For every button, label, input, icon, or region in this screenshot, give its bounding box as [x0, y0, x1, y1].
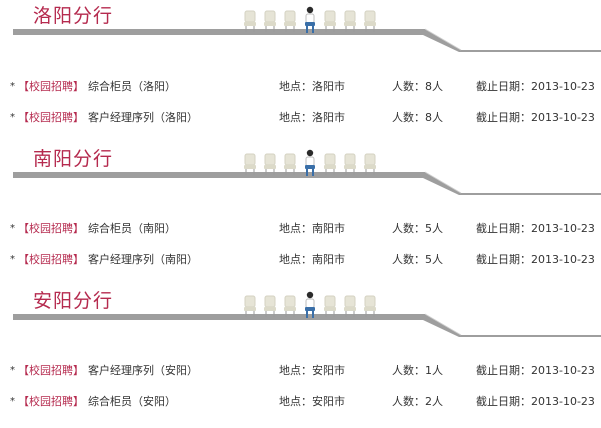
chair-icon [364, 295, 376, 317]
bullet: * [10, 254, 15, 265]
job-title-link[interactable]: 综合柜员（南阳） [88, 222, 176, 235]
job-tag-link[interactable]: 【校园招聘】 [18, 111, 84, 124]
branch-title: 安阳分行 [33, 290, 114, 312]
chair-icon [264, 153, 276, 175]
chair-icon [264, 295, 276, 317]
job-deadline: 截止日期：2013-10-23 [476, 80, 595, 93]
seated-person-icon [305, 291, 315, 318]
job-headcount: 人数：5人 [392, 253, 443, 266]
job-location: 地点：安阳市 [279, 395, 345, 408]
chair-icon [324, 295, 336, 317]
chair-icon [284, 10, 296, 32]
job-row: * 【校园招聘】 综合柜员（洛阳） 地点：洛阳市 人数：8人 截止日期：2013… [0, 79, 601, 95]
chair-icon [244, 295, 256, 317]
branch-title: 洛阳分行 [33, 5, 114, 27]
chair-icon [244, 153, 256, 175]
job-tag-link[interactable]: 【校园招聘】 [18, 253, 84, 266]
job-deadline: 截止日期：2013-10-23 [476, 222, 595, 235]
chairs-illustration [243, 291, 383, 319]
chair-icon [344, 10, 356, 32]
job-deadline: 截止日期：2013-10-23 [476, 111, 595, 124]
banner-bar [13, 171, 601, 195]
job-headcount: 人数：5人 [392, 222, 443, 235]
job-headcount: 人数：8人 [392, 80, 443, 93]
job-title-link[interactable]: 综合柜员（洛阳） [88, 80, 176, 93]
bullet: * [10, 223, 15, 234]
chair-icon [264, 10, 276, 32]
job-headcount: 人数：2人 [392, 395, 443, 408]
job-location: 地点：洛阳市 [279, 111, 345, 124]
chairs-illustration [243, 6, 383, 34]
chair-icon [344, 295, 356, 317]
job-deadline: 截止日期：2013-10-23 [476, 253, 595, 266]
banner-bar [13, 313, 601, 337]
job-headcount: 人数：8人 [392, 111, 443, 124]
job-row: * 【校园招聘】 客户经理序列（南阳） 地点：南阳市 人数：5人 截止日期：20… [0, 252, 601, 268]
bullet: * [10, 81, 15, 92]
chair-icon [344, 153, 356, 175]
branch-section-anyang: 安阳分行 * 【校园招聘】 客户经理序列（安阳） 地点：安阳市 人数：1人 截止… [0, 285, 601, 427]
job-title-link[interactable]: 客户经理序列（南阳） [88, 253, 198, 266]
job-tag-link[interactable]: 【校园招聘】 [18, 364, 84, 377]
job-row: * 【校园招聘】 综合柜员（南阳） 地点：南阳市 人数：5人 截止日期：2013… [0, 221, 601, 237]
bullet: * [10, 112, 15, 123]
job-deadline: 截止日期：2013-10-23 [476, 364, 595, 377]
seated-person-icon [305, 6, 315, 33]
job-location: 地点：洛阳市 [279, 80, 345, 93]
chairs-illustration [243, 149, 383, 177]
job-title-link[interactable]: 客户经理序列（安阳） [88, 364, 198, 377]
banner-bar [13, 28, 601, 52]
chair-icon [284, 153, 296, 175]
job-tag-link[interactable]: 【校园招聘】 [18, 222, 84, 235]
seated-person-icon [305, 149, 315, 176]
chair-icon [364, 10, 376, 32]
job-row: * 【校园招聘】 综合柜员（安阳） 地点：安阳市 人数：2人 截止日期：2013… [0, 394, 601, 410]
bullet: * [10, 365, 15, 376]
job-row: * 【校园招聘】 客户经理序列（安阳） 地点：安阳市 人数：1人 截止日期：20… [0, 363, 601, 379]
chair-icon [244, 10, 256, 32]
job-row: * 【校园招聘】 客户经理序列（洛阳） 地点：洛阳市 人数：8人 截止日期：20… [0, 110, 601, 126]
chair-icon [364, 153, 376, 175]
job-location: 地点：安阳市 [279, 364, 345, 377]
branch-section-luoyang: 洛阳分行 * 【校园招聘】 综合柜员（洛阳） 地点：洛阳市 人数：8人 截止日期… [0, 0, 601, 142]
job-deadline: 截止日期：2013-10-23 [476, 395, 595, 408]
chair-icon [324, 10, 336, 32]
job-title-link[interactable]: 综合柜员（安阳） [88, 395, 176, 408]
job-tag-link[interactable]: 【校园招聘】 [18, 80, 84, 93]
branch-title: 南阳分行 [33, 148, 114, 170]
job-tag-link[interactable]: 【校园招聘】 [18, 395, 84, 408]
job-location: 地点：南阳市 [279, 253, 345, 266]
chair-icon [324, 153, 336, 175]
chair-icon [284, 295, 296, 317]
branch-section-nanyang: 南阳分行 * 【校园招聘】 综合柜员（南阳） 地点：南阳市 人数：5人 截止日期… [0, 143, 601, 285]
job-location: 地点：南阳市 [279, 222, 345, 235]
job-title-link[interactable]: 客户经理序列（洛阳） [88, 111, 198, 124]
bullet: * [10, 396, 15, 407]
job-headcount: 人数：1人 [392, 364, 443, 377]
